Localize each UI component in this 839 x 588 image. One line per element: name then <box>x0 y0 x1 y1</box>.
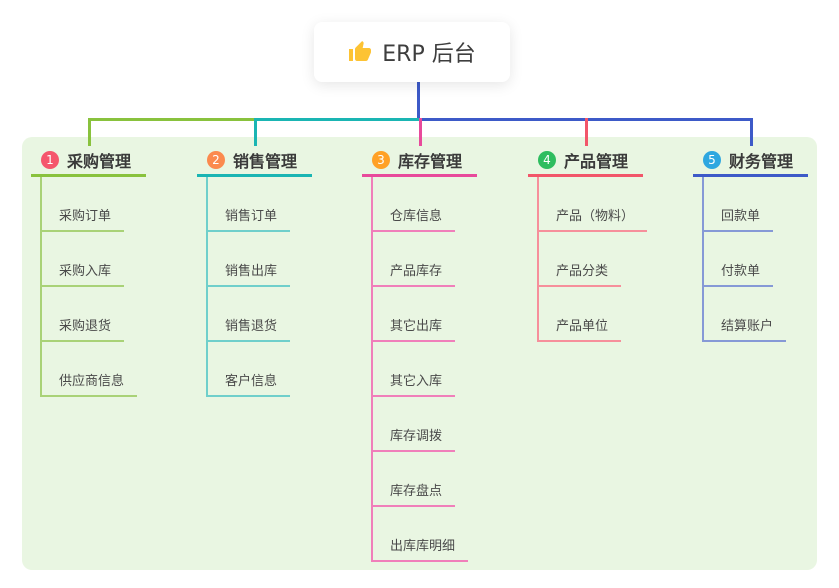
branch-number-badge: 4 <box>538 151 556 169</box>
child-row: 付款单 <box>704 232 808 287</box>
branch-header-5[interactable]: 5 财务管理 <box>693 146 808 177</box>
branch-title: 库存管理 <box>398 152 463 171</box>
thumbs-up-icon <box>349 41 372 61</box>
connector-line <box>585 118 588 146</box>
child-node[interactable]: 客户信息 <box>208 370 291 397</box>
branch-4: 4 产品管理产品（物料） 产品分类产品单位 <box>528 146 648 342</box>
child-row: 库存盘点 <box>373 452 477 507</box>
child-node[interactable]: 采购入库 <box>42 260 125 287</box>
child-row: 销售订单 <box>208 177 312 232</box>
branch-3: 3 库存管理仓库信息产品库存其它出库其它入库库存调拨库存盘点出库库明细 <box>362 146 477 562</box>
branch-children: 仓库信息产品库存其它出库其它入库库存调拨库存盘点出库库明细 <box>371 177 477 562</box>
child-row: 销售退货 <box>208 287 312 342</box>
child-node[interactable]: 结算账户 <box>704 315 787 342</box>
mindmap-background-panel <box>22 137 817 570</box>
branch-5: 5 财务管理回款单付款单结算账户 <box>693 146 808 342</box>
connector-line <box>88 118 254 121</box>
child-node[interactable]: 其它入库 <box>373 370 456 397</box>
branch-children: 回款单付款单结算账户 <box>702 177 808 342</box>
child-row: 产品库存 <box>373 232 477 287</box>
connector-line <box>88 118 91 146</box>
child-row: 仓库信息 <box>373 177 477 232</box>
branch-number-badge: 1 <box>41 151 59 169</box>
child-node[interactable]: 产品（物料） <box>539 205 648 232</box>
child-row: 供应商信息 <box>42 342 146 397</box>
root-node-title: ERP 后台 <box>382 42 476 67</box>
branch-number-badge: 3 <box>372 151 390 169</box>
branch-header-4[interactable]: 4 产品管理 <box>528 146 643 177</box>
branch-title: 销售管理 <box>233 152 298 171</box>
child-node[interactable]: 产品分类 <box>539 260 622 287</box>
child-node[interactable]: 回款单 <box>704 205 774 232</box>
child-node[interactable]: 库存盘点 <box>373 480 456 507</box>
child-node[interactable]: 其它出库 <box>373 315 456 342</box>
child-node[interactable]: 付款单 <box>704 260 774 287</box>
child-row: 回款单 <box>704 177 808 232</box>
branch-number-badge: 2 <box>207 151 225 169</box>
child-row: 产品单位 <box>539 287 643 342</box>
root-node[interactable]: ERP 后台 <box>314 22 510 82</box>
branch-title: 财务管理 <box>729 152 794 171</box>
branch-children: 采购订单采购入库采购退货供应商信息 <box>40 177 146 397</box>
child-node[interactable]: 仓库信息 <box>373 205 456 232</box>
child-row: 结算账户 <box>704 287 808 342</box>
child-row: 客户信息 <box>208 342 312 397</box>
child-node[interactable]: 销售出库 <box>208 260 291 287</box>
child-row: 采购入库 <box>42 232 146 287</box>
branch-1: 1 采购管理采购订单采购入库采购退货供应商信息 <box>31 146 146 397</box>
child-node[interactable]: 销售退货 <box>208 315 291 342</box>
branch-2: 2 销售管理销售订单销售出库销售退货客户信息 <box>197 146 312 397</box>
child-row: 产品（物料） <box>539 177 648 232</box>
child-row: 采购订单 <box>42 177 146 232</box>
child-row: 采购退货 <box>42 287 146 342</box>
child-node[interactable]: 采购退货 <box>42 315 125 342</box>
child-row: 产品分类 <box>539 232 643 287</box>
branch-number-badge: 5 <box>703 151 721 169</box>
branch-header-3[interactable]: 3 库存管理 <box>362 146 477 177</box>
child-node[interactable]: 采购订单 <box>42 205 125 232</box>
connector-line <box>254 118 257 146</box>
branch-title: 采购管理 <box>67 152 132 171</box>
child-node[interactable]: 产品单位 <box>539 315 622 342</box>
child-node[interactable]: 供应商信息 <box>42 370 138 397</box>
child-row: 销售出库 <box>208 232 312 287</box>
child-row: 其它出库 <box>373 287 477 342</box>
connector-line <box>417 82 420 121</box>
child-row: 其它入库 <box>373 342 477 397</box>
connector-line <box>750 118 753 146</box>
child-node[interactable]: 销售订单 <box>208 205 291 232</box>
connector-line <box>419 118 422 146</box>
child-row: 库存调拨 <box>373 397 477 452</box>
branch-children: 销售订单销售出库销售退货客户信息 <box>206 177 312 397</box>
branch-header-1[interactable]: 1 采购管理 <box>31 146 146 177</box>
child-node[interactable]: 出库库明细 <box>373 535 469 562</box>
child-node[interactable]: 产品库存 <box>373 260 456 287</box>
child-node[interactable]: 库存调拨 <box>373 425 456 452</box>
connector-line <box>254 118 419 121</box>
branch-title: 产品管理 <box>564 152 629 171</box>
branch-header-2[interactable]: 2 销售管理 <box>197 146 312 177</box>
branch-children: 产品（物料） 产品分类产品单位 <box>537 177 648 342</box>
child-row: 出库库明细 <box>373 507 477 562</box>
